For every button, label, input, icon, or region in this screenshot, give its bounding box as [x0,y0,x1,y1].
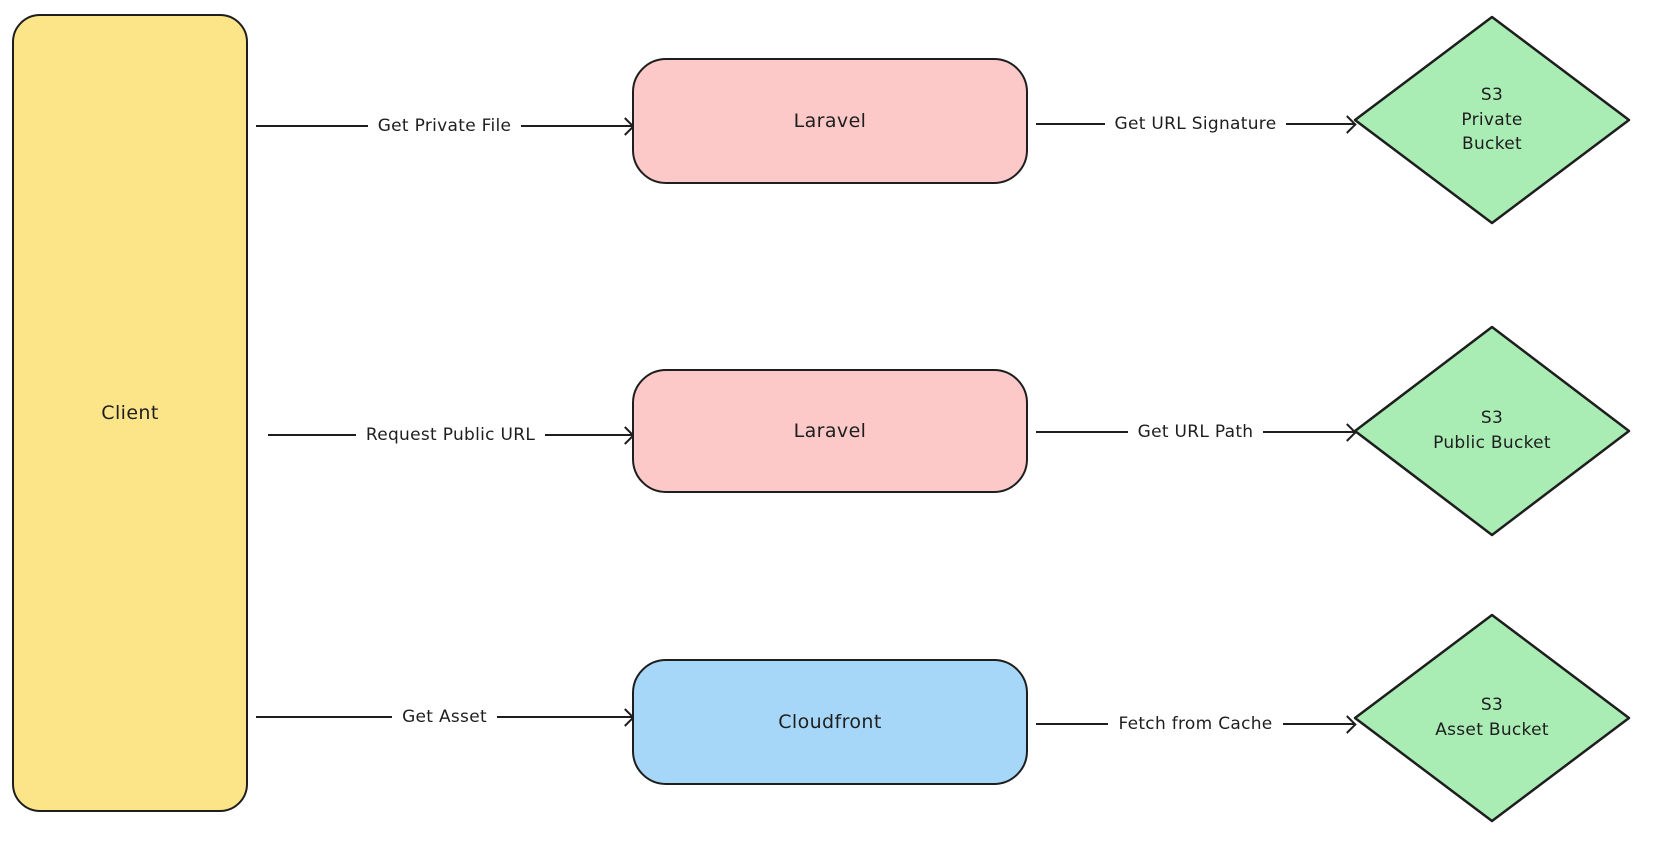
arrow-line [1282,723,1356,725]
arrow-line [1263,431,1355,433]
arrow-line [1036,431,1128,433]
s3-public-bucket-node: S3 Public Bucket [1352,324,1632,538]
client-node: Client [12,14,248,812]
arrow-line [545,434,633,436]
edge-get-asset: Get Asset [256,703,635,731]
arrow-line [268,434,356,436]
edge-request-public-url: Request Public URL [268,421,635,449]
cloudfront-node: Cloudfront [632,659,1028,785]
edge-get-url-signature: Get URL Signature [1036,110,1357,138]
diamond-shape [1353,325,1631,537]
edge-label: Get Private File [377,116,512,136]
edge-get-private-file: Get Private File [256,112,635,140]
edge-get-url-path: Get URL Path [1036,418,1357,446]
bucket-node-label: S3 Public Bucket [1433,408,1551,453]
arrow-line [496,716,633,718]
arrow-line [256,716,393,718]
bucket-node-label: S3 Private Bucket [1461,85,1523,155]
edge-label: Fetch from Cache [1118,714,1273,734]
client-node-label: Client [101,402,159,424]
edge-label: Get URL Path [1137,422,1254,442]
s3-private-bucket-node: S3 Private Bucket [1352,14,1632,226]
arrow-line [521,125,633,127]
diamond-shape [1353,15,1631,225]
arrow-line [1036,723,1109,725]
cloudfront-node-label: Cloudfront [778,711,882,733]
edge-label: Request Public URL [365,425,536,445]
edge-label: Get URL Signature [1114,114,1277,134]
arrow-line [1036,123,1105,125]
arrow-line [1286,123,1356,125]
edge-label: Get Asset [402,707,487,727]
laravel-node-1: Laravel [632,58,1028,184]
arrow-line [256,125,368,127]
laravel-node-2: Laravel [632,369,1028,493]
edge-fetch-from-cache: Fetch from Cache [1036,710,1357,738]
laravel-node-label: Laravel [793,110,867,132]
bucket-node-label: S3 Asset Bucket [1435,695,1549,740]
laravel-node-label: Laravel [793,420,867,442]
diamond-shape [1353,613,1631,823]
s3-asset-bucket-node: S3 Asset Bucket [1352,612,1632,824]
